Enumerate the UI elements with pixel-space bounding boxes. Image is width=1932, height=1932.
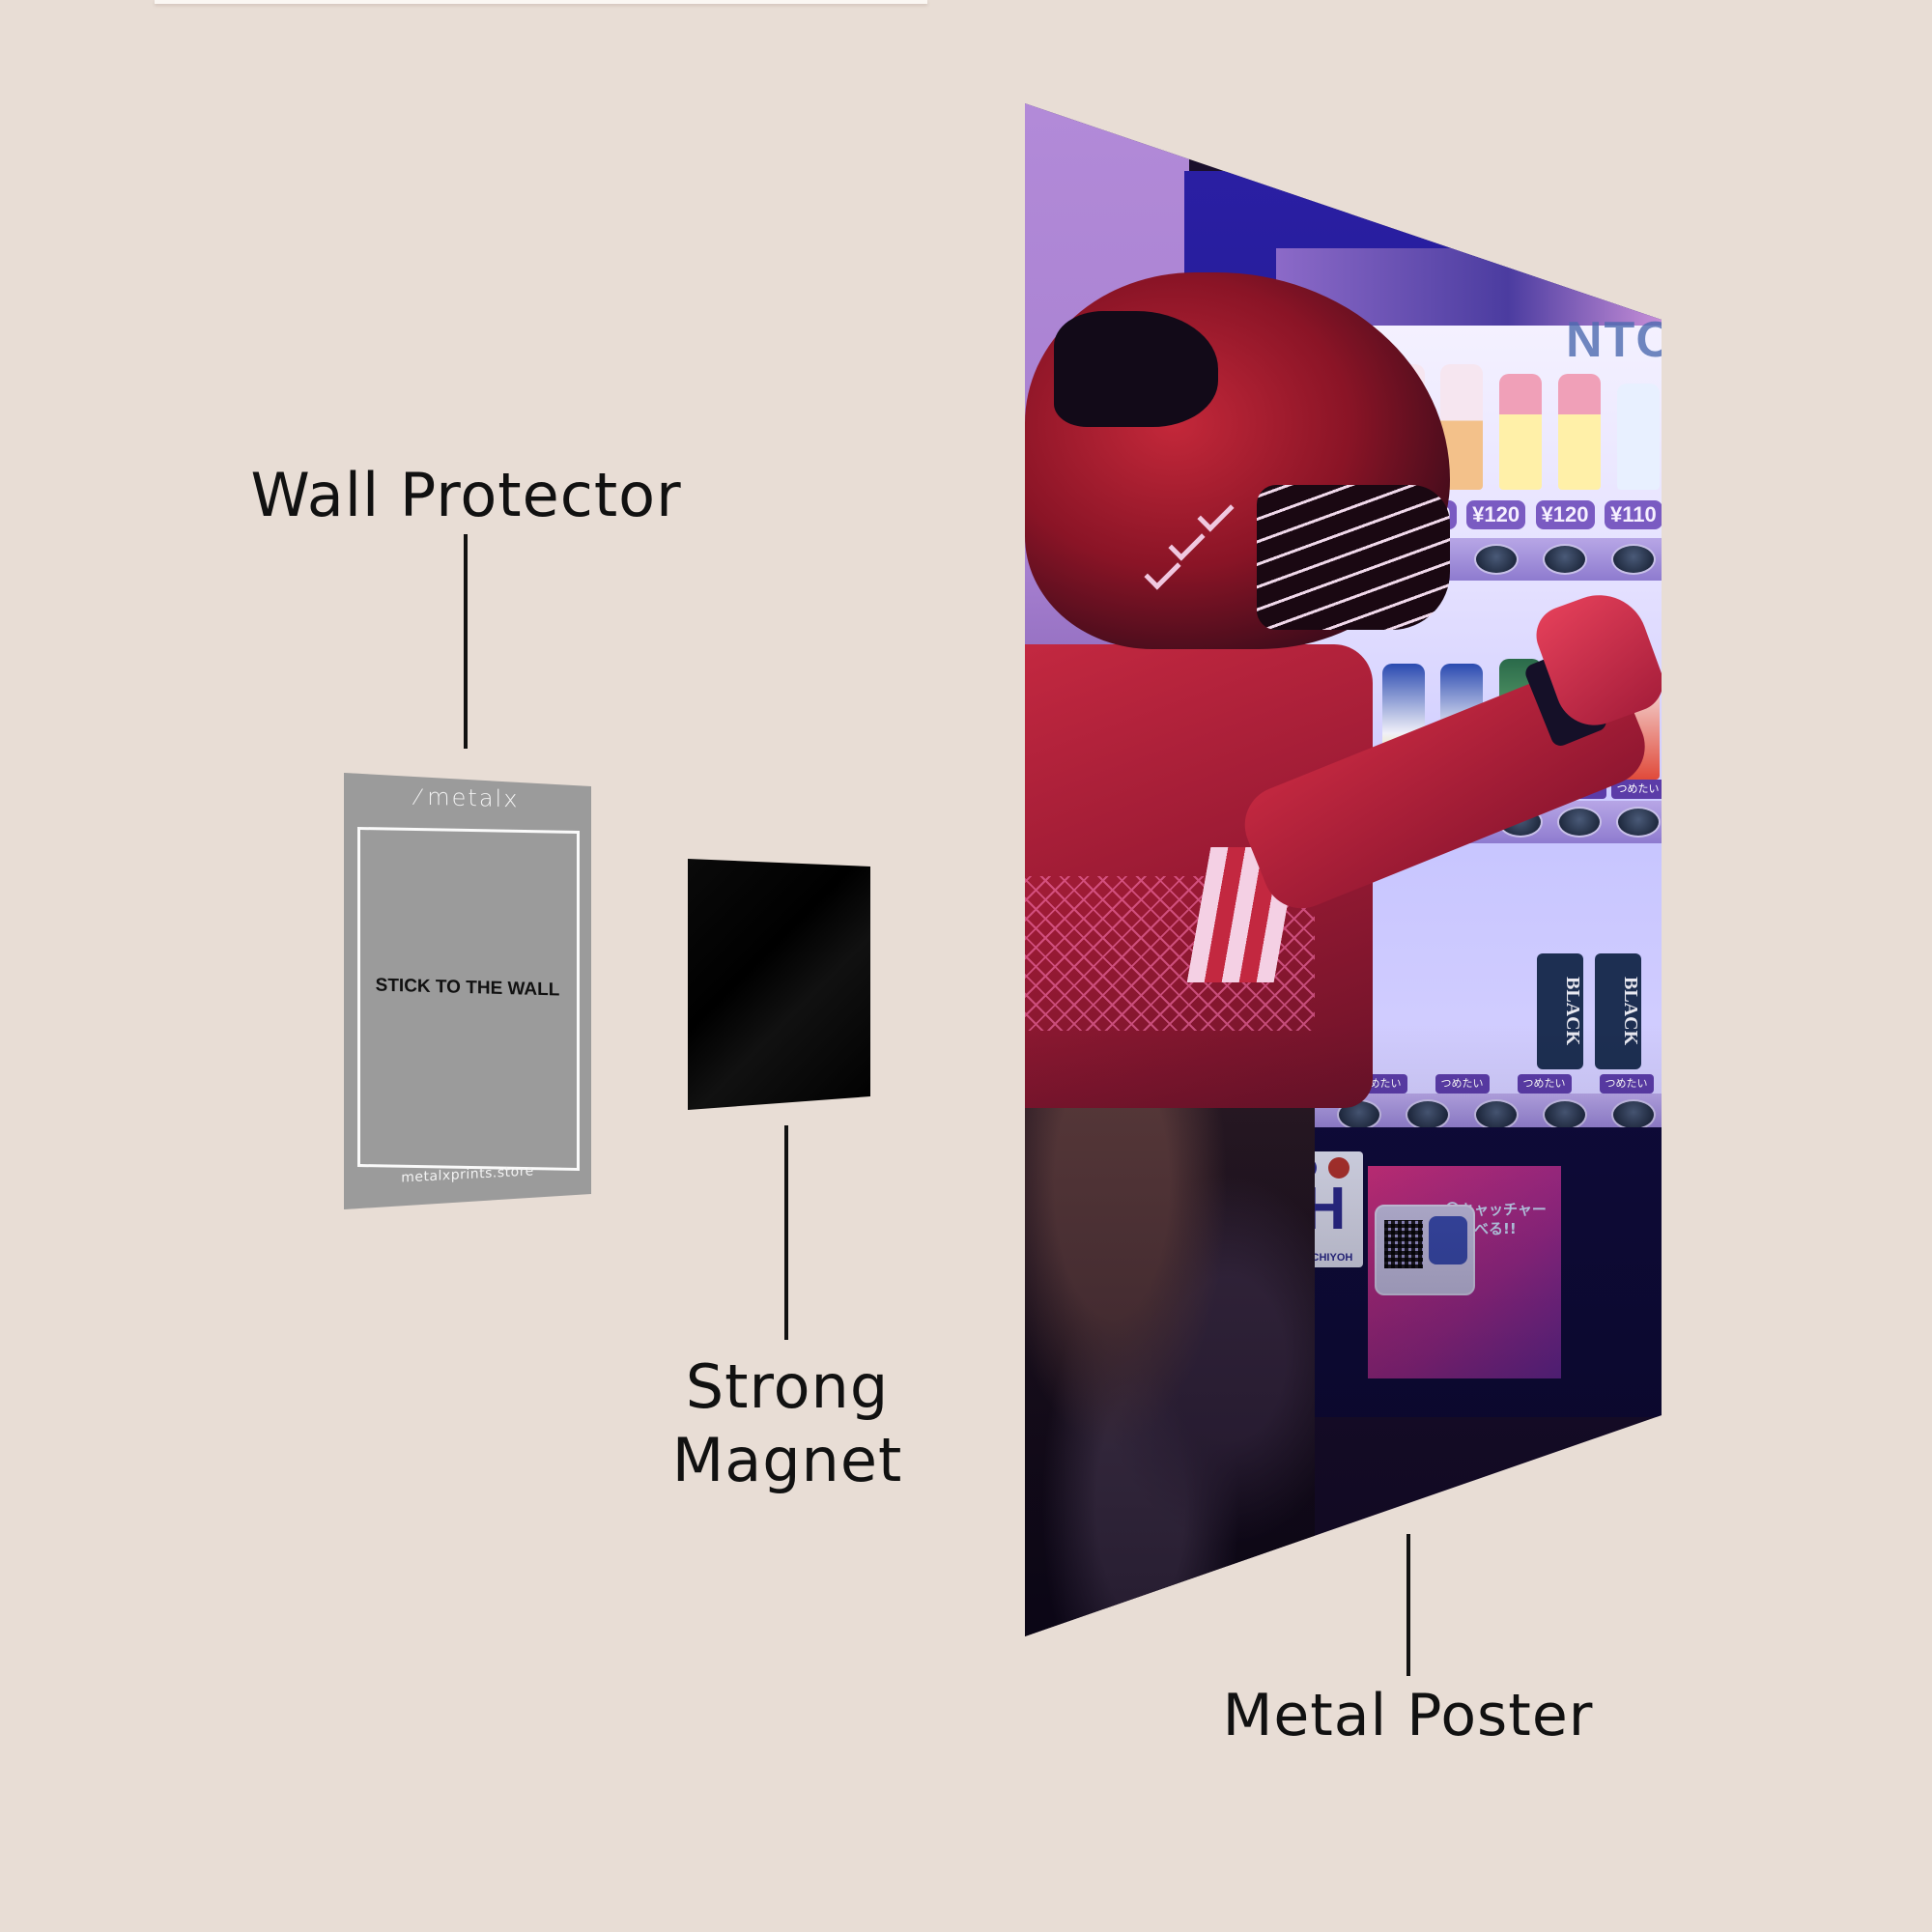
metalx-logo-text: metalx xyxy=(427,782,520,813)
price-tag: ¥120 xyxy=(1535,500,1595,529)
helmet-visor xyxy=(1054,311,1218,427)
shelf-label: つめたい xyxy=(1435,1074,1490,1094)
selection-button xyxy=(1556,807,1602,838)
selection-button xyxy=(1615,807,1661,838)
shelf-label: つめたい xyxy=(1517,1074,1572,1094)
black-coffee-can: BLACK xyxy=(1537,953,1583,1069)
wall-protector-label: Wall Protector xyxy=(250,460,682,530)
selection-button xyxy=(1610,1099,1656,1130)
wall-protector-connector xyxy=(464,534,468,749)
metalx-logo: ⁄metalx xyxy=(344,781,591,815)
strong-magnet-label-line2: Magnet xyxy=(671,1425,903,1495)
bottle xyxy=(1616,384,1660,490)
chevron-icon xyxy=(1144,553,1181,590)
strong-magnet-plate xyxy=(688,859,870,1110)
bottle xyxy=(1499,374,1543,490)
price-tag: ¥110 xyxy=(1604,500,1662,529)
black-coffee-can: BLACK xyxy=(1595,953,1641,1069)
app-icon xyxy=(1429,1216,1467,1264)
top-edge-strip xyxy=(155,0,927,4)
camo-pants xyxy=(1025,1069,1315,1636)
metal-poster-label: Metal Poster xyxy=(1222,1682,1594,1749)
metalx-logo-icon: ⁄ xyxy=(415,785,422,810)
wall-protector-sheet: ⁄metalx STICK TO THE WALL metalxprints.s… xyxy=(344,773,591,1209)
helmet-grille xyxy=(1257,485,1450,630)
shelf-label: つめたい xyxy=(1599,1074,1654,1094)
selection-button xyxy=(1406,1099,1451,1130)
price-tag: ¥120 xyxy=(1466,500,1526,529)
selection-button xyxy=(1542,544,1587,575)
selection-button xyxy=(1542,1099,1587,1130)
selection-button xyxy=(1473,1099,1519,1130)
strong-magnet-connector xyxy=(784,1125,788,1340)
qr-code-card xyxy=(1375,1205,1475,1295)
bottle xyxy=(1557,374,1601,490)
selection-button xyxy=(1473,544,1519,575)
chevron-icon xyxy=(1168,524,1206,561)
qr-code-icon xyxy=(1384,1220,1423,1268)
chevron-icon xyxy=(1197,495,1235,532)
metal-poster-connector xyxy=(1406,1534,1410,1676)
metal-poster-artwork: NTO ¥120 ¥110 ¥110 ¥120 ¥120 ¥110 つめた xyxy=(1025,103,1662,1636)
strong-magnet-label-line1: Strong xyxy=(685,1351,890,1422)
selection-button xyxy=(1610,544,1656,575)
strong-magnet-label: Strong Magnet xyxy=(657,1350,918,1497)
